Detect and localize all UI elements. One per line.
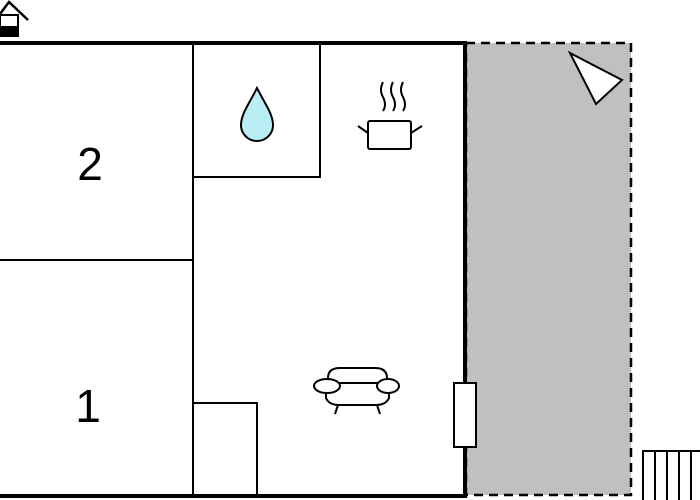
room-label-1: 1	[75, 380, 101, 432]
room-label-2: 2	[77, 138, 103, 190]
house-icon	[0, 0, 29, 37]
water-drop-icon	[239, 85, 275, 142]
terrace-area	[464, 41, 633, 497]
cooking-pot-icon	[357, 81, 423, 150]
compass-icon	[567, 50, 624, 106]
sofa-icon	[313, 367, 400, 415]
door-icon	[453, 382, 477, 448]
stairs-icon	[642, 450, 700, 500]
walls	[0, 41, 467, 498]
